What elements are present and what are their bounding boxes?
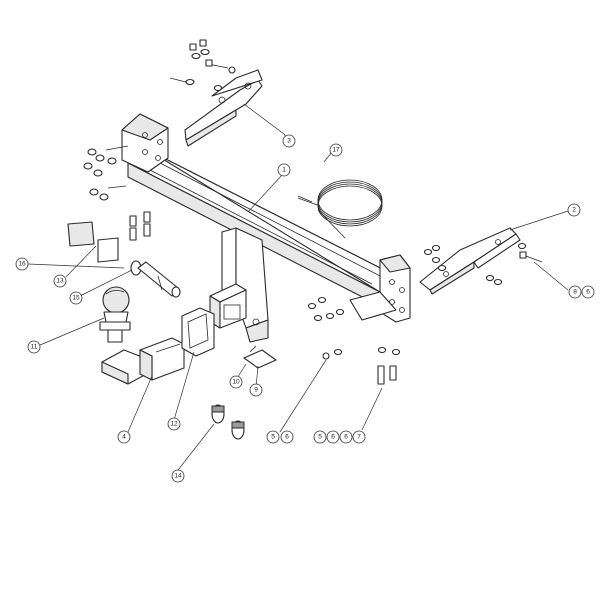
callout-6-b-label: 6 <box>331 434 335 441</box>
callout-12: 12 <box>167 417 181 431</box>
callout-16-label: 16 <box>18 261 26 268</box>
top-bracket <box>184 69 263 147</box>
callout-5-a-label: 5 <box>271 434 275 441</box>
callout-3: 3 <box>282 134 296 148</box>
callout-9-label: 9 <box>254 387 258 394</box>
callout-15-label: 15 <box>72 295 80 302</box>
callout-17-label: 17 <box>332 147 340 154</box>
callout-6-c-label: 6 <box>344 434 348 441</box>
callout-16: 16 <box>15 257 29 271</box>
ball-mount-4 <box>101 337 185 385</box>
callout-6-e: 6 <box>581 285 595 299</box>
callout-3-label: 3 <box>287 138 291 145</box>
callout-2: 2 <box>567 203 581 217</box>
main-cross-beam <box>121 113 411 343</box>
side-bracket <box>419 227 543 295</box>
callout-1: 1 <box>277 163 291 177</box>
callout-7-label: 7 <box>357 434 361 441</box>
shackles-14 <box>211 404 245 440</box>
callout-10: 10 <box>229 375 243 389</box>
callout-12-label: 12 <box>170 421 178 428</box>
callout-6-e-label: 6 <box>586 289 590 296</box>
top-fasteners <box>169 39 236 92</box>
callout-4-label: 4 <box>122 434 126 441</box>
callout-11-label: 11 <box>31 344 38 351</box>
callout-9: 9 <box>249 383 263 397</box>
callout-5-a: 5 <box>266 430 280 444</box>
sticker-13 <box>97 237 119 263</box>
callout-4: 4 <box>117 430 131 444</box>
callout-6-b: 6 <box>326 430 340 444</box>
callout-13-label: 13 <box>56 278 64 285</box>
callout-13: 13 <box>53 274 67 288</box>
callout-5-b-label: 5 <box>318 434 322 441</box>
hitch-pin-15 <box>130 260 181 298</box>
callout-7: 7 <box>352 430 366 444</box>
callout-11: 11 <box>27 340 41 354</box>
tow-ball-11 <box>99 286 131 343</box>
callout-6-a-label: 6 <box>285 434 289 441</box>
callout-8-label: 8 <box>573 289 577 296</box>
callout-15: 15 <box>69 291 83 305</box>
left-fasteners <box>83 145 151 241</box>
sticker-16 <box>67 221 95 247</box>
callout-6-c: 6 <box>339 430 353 444</box>
right-fasteners <box>307 296 401 385</box>
callout-5-b: 5 <box>313 430 327 444</box>
callout-14: 14 <box>171 469 185 483</box>
clip-10-9 <box>243 345 277 369</box>
leader-lines <box>27 103 569 471</box>
callout-17: 17 <box>329 143 343 157</box>
callout-10-label: 10 <box>232 379 240 386</box>
callout-8: 8 <box>568 285 582 299</box>
callout-1-label: 1 <box>282 167 286 174</box>
receiver-sleeve-12 <box>181 307 215 357</box>
wiring-coil <box>297 179 383 239</box>
callout-2-label: 2 <box>572 207 576 214</box>
callout-14-label: 14 <box>174 473 182 480</box>
callout-6-a: 6 <box>280 430 294 444</box>
